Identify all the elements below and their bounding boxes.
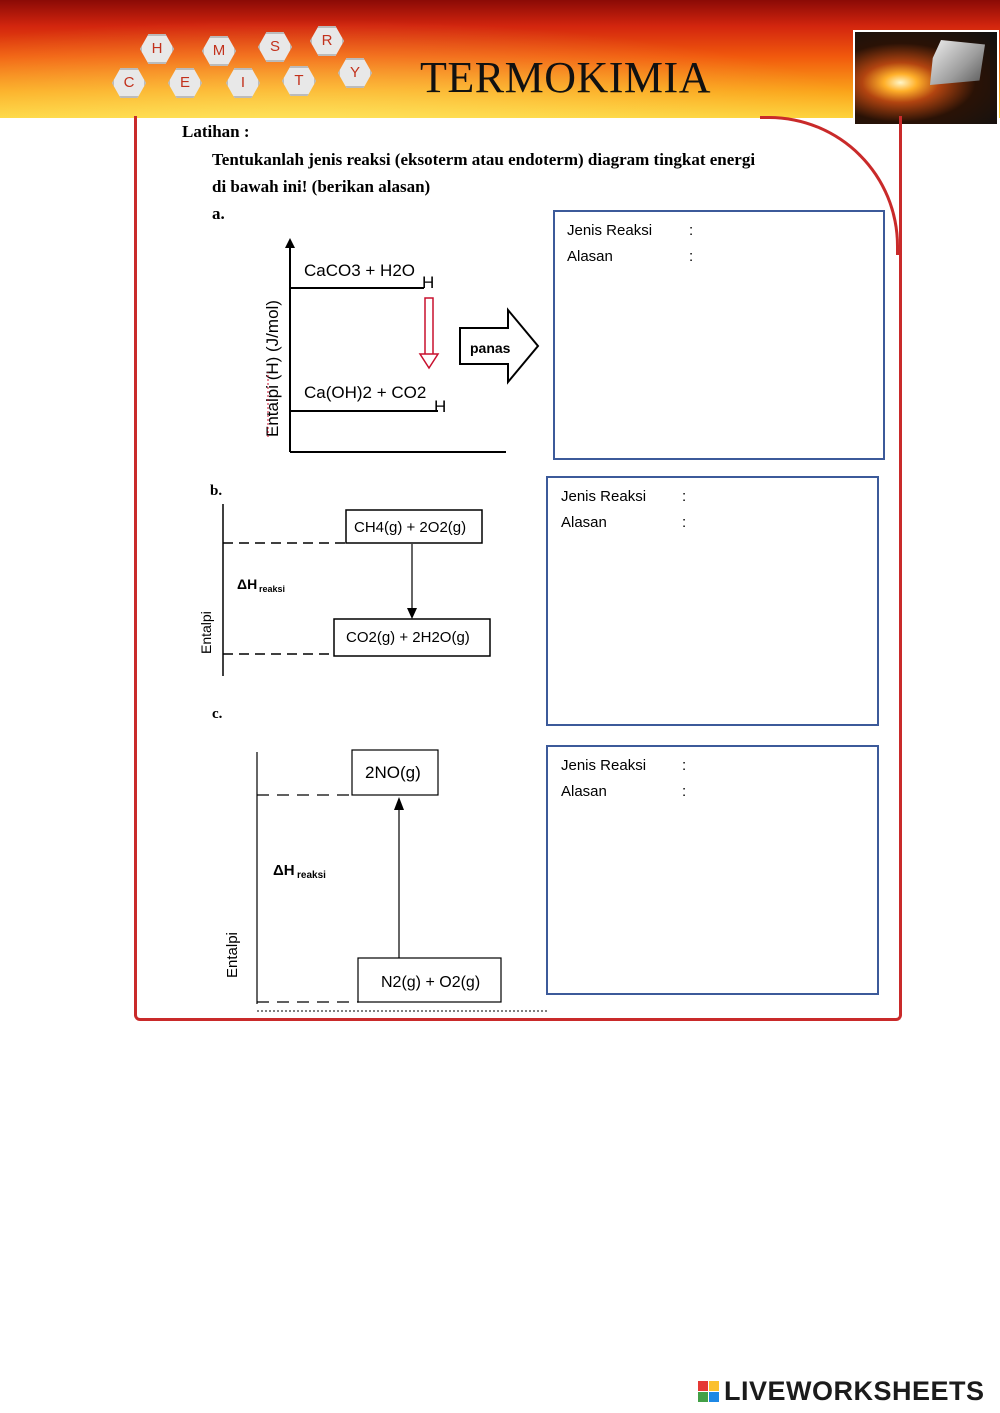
diagram-a: Entalpi (H) (J/mol) CaCO3 + H2O Ca(OH)2 … [263, 238, 540, 453]
diagram-a-bottom-marker: H [434, 397, 446, 416]
diagram-a-down-arrow-shaft [424, 297, 434, 357]
diagram-a-down-arrow-head [418, 353, 440, 370]
hex-letter-m: M [202, 36, 236, 66]
diagram-a-bottom-species: Ca(OH)2 + CO2 [304, 383, 426, 402]
answer-c-alasan-colon: : [682, 783, 687, 800]
diagram-b-arrow-head [407, 608, 417, 619]
diagram-c-y-label: Entalpi [224, 932, 241, 978]
diagram-c-top-species: 2NO(g) [365, 763, 421, 782]
diagram-b-y-label: Entalpi [198, 611, 214, 654]
crystal-photo-detail [930, 40, 985, 85]
answer-box-c[interactable]: Jenis Reaksi : Alasan : [546, 745, 879, 995]
diagram-b: CH4(g) + 2O2(g) CO2(g) + 2H2O(g) ΔH reak… [198, 504, 491, 676]
answer-box-a[interactable]: Jenis Reaksi : Alasan : [553, 210, 885, 460]
liveworksheets-logo-icon [698, 1381, 719, 1402]
diagram-c-top-box [351, 749, 439, 796]
answer-a-jenis-colon: : [689, 222, 694, 239]
diagram-b-bottom-species: CO2(g) + 2H2O(g) [346, 629, 470, 646]
question-b-label: b. [210, 483, 223, 499]
content-frame [134, 116, 902, 1021]
exercise-heading: Latihan : [182, 122, 250, 141]
diagram-b-bottom-box [333, 618, 491, 657]
diagram-c-bottom-box [357, 957, 502, 1003]
diagram-c-bottom-species: N2(g) + O2(g) [381, 974, 480, 991]
answer-b-alasan-colon: : [682, 514, 687, 531]
answer-b-jenis-colon: : [682, 488, 687, 505]
instruction-line-2: di bawah ini! (berikan alasan) [212, 177, 431, 196]
answer-b-alasan-label: Alasan [561, 514, 607, 531]
diagram-b-delta-sub: reaksi [259, 584, 285, 594]
diagram-c-delta-sub: reaksi [297, 870, 326, 881]
hex-letter-e: E [168, 68, 202, 98]
diagram-b-top-species: CH4(g) + 2O2(g) [354, 519, 466, 536]
answer-b-jenis-label: Jenis Reaksi [561, 488, 647, 505]
diagram-a-top-species: CaCO3 + H2O [304, 261, 415, 280]
diagram-a-y-label: Entalpi (H) (J/mol) [263, 300, 282, 437]
diagram-a-heat-arrow [459, 307, 540, 385]
answer-a-alasan-label: Alasan [567, 248, 613, 265]
diagram-c-delta: ΔH [273, 862, 295, 879]
diagram-a-y-arrowhead [285, 238, 295, 248]
page-title: TERMOKIMIA [420, 53, 711, 102]
diagram-b-top-box [345, 509, 483, 544]
hex-letter-i: I [226, 68, 260, 98]
answer-box-b[interactable]: Jenis Reaksi : Alasan : [546, 476, 879, 726]
question-c-label: c. [212, 706, 223, 722]
diagram-b-delta: ΔH [237, 576, 257, 592]
hex-letter-h: H [140, 34, 174, 64]
liveworksheets-brand[interactable]: LIVEWORKSHEETS [724, 1376, 985, 1406]
answer-a-jenis-label: Jenis Reaksi [567, 222, 653, 239]
answer-c-jenis-colon: : [682, 757, 687, 774]
diagram-c-arrow-head [394, 797, 404, 810]
diagram-a-heat-label: panas [470, 340, 511, 356]
diagram-a-top-marker: H [422, 273, 434, 292]
answer-c-alasan-label: Alasan [561, 783, 607, 800]
instruction-line-1: Tentukanlah jenis reaksi (eksoterm atau … [212, 150, 756, 169]
question-a-label: a. [212, 204, 225, 223]
answer-c-jenis-label: Jenis Reaksi [561, 757, 647, 774]
diagram-c: 2NO(g) N2(g) + O2(g) ΔH reaksi Entalpi [224, 749, 547, 1012]
answer-a-alasan-colon: : [689, 248, 694, 265]
